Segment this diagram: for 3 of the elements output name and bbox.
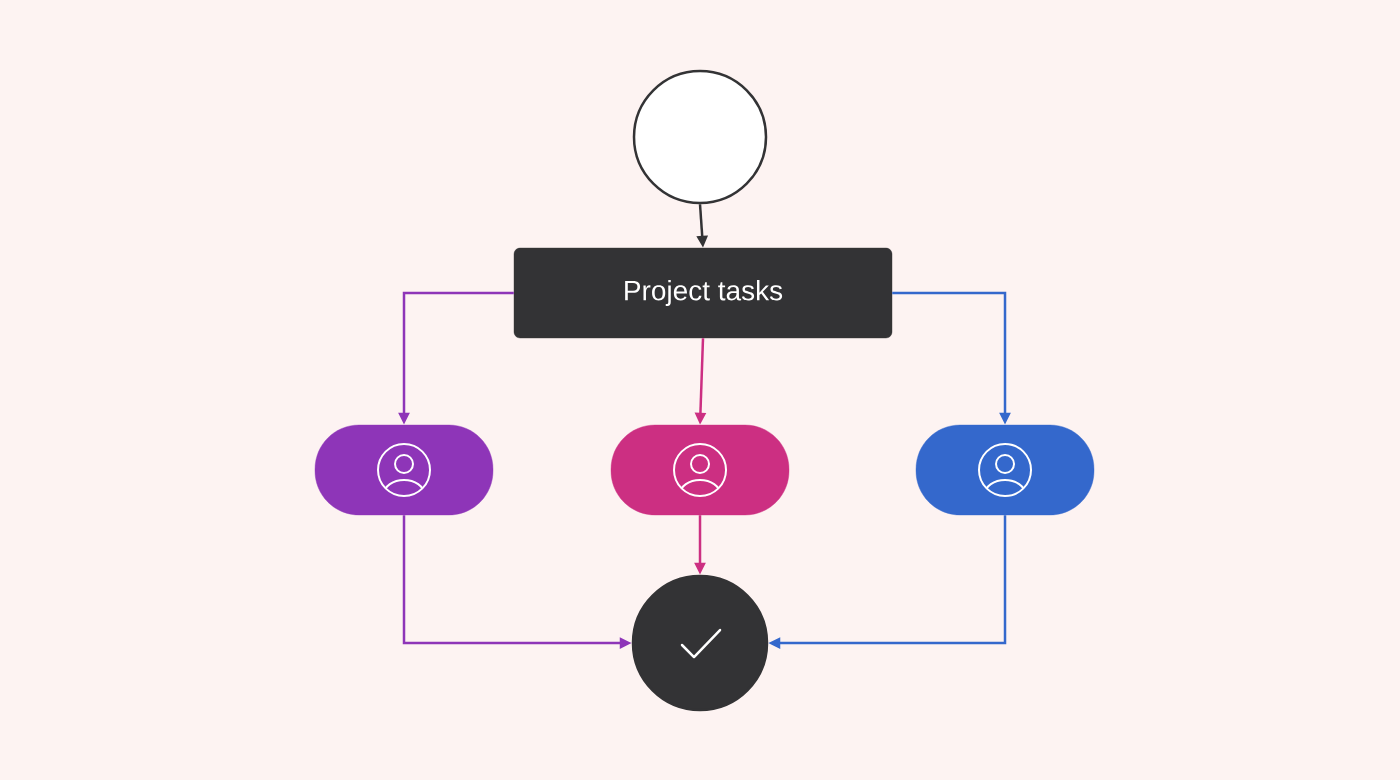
start-circle [632,69,768,205]
process-box: Project tasks [513,247,893,339]
end-circle [631,574,769,712]
